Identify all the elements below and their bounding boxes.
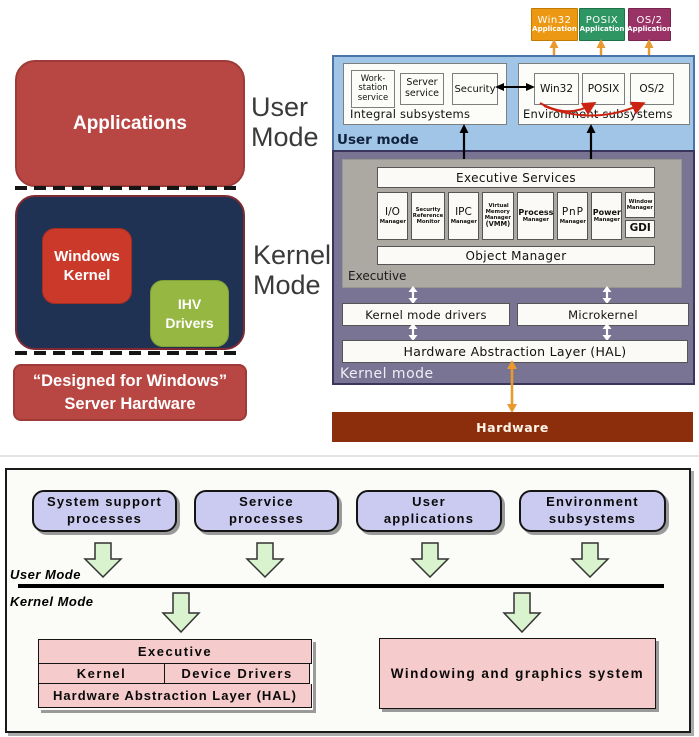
user-applications-box: User applications [356, 490, 502, 532]
win32-app-subtitle: Application [532, 25, 577, 34]
user-mode-label-left: User Mode [251, 92, 319, 153]
windows-kernel-label: Windows Kernel [54, 247, 120, 285]
environment-subsystems-box-bottom: Environment subsystems [519, 490, 666, 532]
security-box: Security [452, 73, 498, 105]
service-processes-box: Service processes [194, 490, 339, 532]
win32-app-title: Win32 [537, 14, 572, 26]
dashed-divider-bottom [15, 351, 243, 355]
gdi-box: GDI [625, 220, 656, 238]
server-service-box: Server service [400, 73, 444, 105]
kernel-drivers-row: Kernel Device Drivers [38, 664, 313, 684]
green-block-arrow [502, 592, 542, 633]
dashed-divider-top [15, 186, 243, 190]
image-divider [0, 455, 699, 457]
ipc-manager-box: IPC Manager [447, 192, 479, 240]
executive-services-bar: Executive Services [377, 167, 655, 188]
posix-application-box: POSIX Application [579, 8, 625, 41]
white-double-arrow [408, 286, 418, 304]
hal-bar: Hardware Abstraction Layer (HAL) [342, 340, 688, 363]
mode-divider-line [18, 584, 664, 588]
os2-app-subtitle: Application [627, 25, 672, 34]
white-double-arrow [408, 323, 418, 341]
posix-app-title: POSIX [585, 14, 619, 26]
user-mode-label-nt: User mode [337, 132, 419, 148]
power-manager-box: Power Manager [591, 192, 623, 240]
workstation-service-box: Work- station service [351, 70, 395, 108]
ihv-drivers-label: IHV Drivers [165, 295, 214, 331]
kernel-mode-label-left: Kernel Mode [253, 240, 332, 301]
hardware-bar: Hardware [332, 412, 693, 442]
process-manager-box: Process Manager [517, 192, 555, 240]
pnp-manager-box: PnP Manager [557, 192, 589, 240]
kernel-mode-label-nt: Kernel mode [340, 366, 434, 382]
os2-application-box: OS/2 Application [627, 8, 672, 41]
object-manager-bar: Object Manager [377, 246, 655, 265]
red-curved-arrows [539, 101, 646, 117]
integral-subsystems-label: Integral subsystems [350, 107, 471, 121]
device-drivers-cell: Device Drivers [165, 664, 310, 684]
posix-app-subtitle: Application [579, 25, 625, 34]
kernel-mode-drivers-box: Kernel mode drivers [342, 303, 510, 326]
virtual-memory-manager-box: Virtual Memory Manager (VMM) [481, 192, 515, 240]
manager-row: I/O Manager Security Reference Monitor I… [377, 192, 656, 240]
system-support-processes-box: System support processes [32, 490, 177, 532]
server-hardware-box: “Designed for Windows” Server Hardware [13, 364, 247, 421]
green-block-arrow [570, 542, 610, 578]
black-double-arrow-horizontal [495, 83, 535, 91]
executive-row: Executive [38, 639, 312, 664]
green-block-arrow [245, 542, 285, 578]
white-double-arrow [602, 323, 612, 341]
ihv-drivers-box: IHV Drivers [150, 280, 229, 347]
green-block-arrow [83, 542, 123, 578]
kernel-cell: Kernel [38, 664, 165, 684]
orange-double-arrow [507, 360, 517, 413]
green-block-arrow [410, 542, 450, 578]
white-double-arrow [602, 286, 612, 304]
user-mode-label-bottom: User Mode [10, 567, 81, 582]
windowing-graphics-box: Windowing and graphics system [379, 638, 656, 709]
applications-label: Applications [72, 112, 187, 134]
win32-subsystem-box: Win32 [534, 73, 579, 105]
applications-box: Applications [15, 60, 245, 187]
executive-label: Executive [348, 269, 407, 283]
green-block-arrow [161, 592, 201, 633]
executive-stack: Executive Kernel Device Drivers Hardware… [38, 639, 313, 710]
window-gdi-column: Window Manager GDI [625, 192, 656, 240]
server-hardware-line2: Server Hardware [64, 394, 196, 413]
kernel-mode-label-bottom: Kernel Mode [10, 594, 94, 609]
posix-subsystem-box: POSIX [582, 73, 625, 105]
windows-kernel-box: Windows Kernel [42, 228, 132, 304]
io-manager-box: I/O Manager [377, 192, 408, 240]
win32-application-box: Win32 Application [531, 8, 578, 41]
server-hardware-line1: “Designed for Windows” [32, 372, 228, 391]
security-reference-monitor-box: Security Reference Monitor [410, 192, 445, 240]
os2-app-title: OS/2 [636, 14, 663, 26]
microkernel-box: Microkernel [517, 303, 689, 326]
window-manager-box: Window Manager [625, 192, 656, 218]
hal-row: Hardware Abstraction Layer (HAL) [38, 684, 312, 708]
os2-subsystem-box: OS/2 [630, 73, 674, 105]
